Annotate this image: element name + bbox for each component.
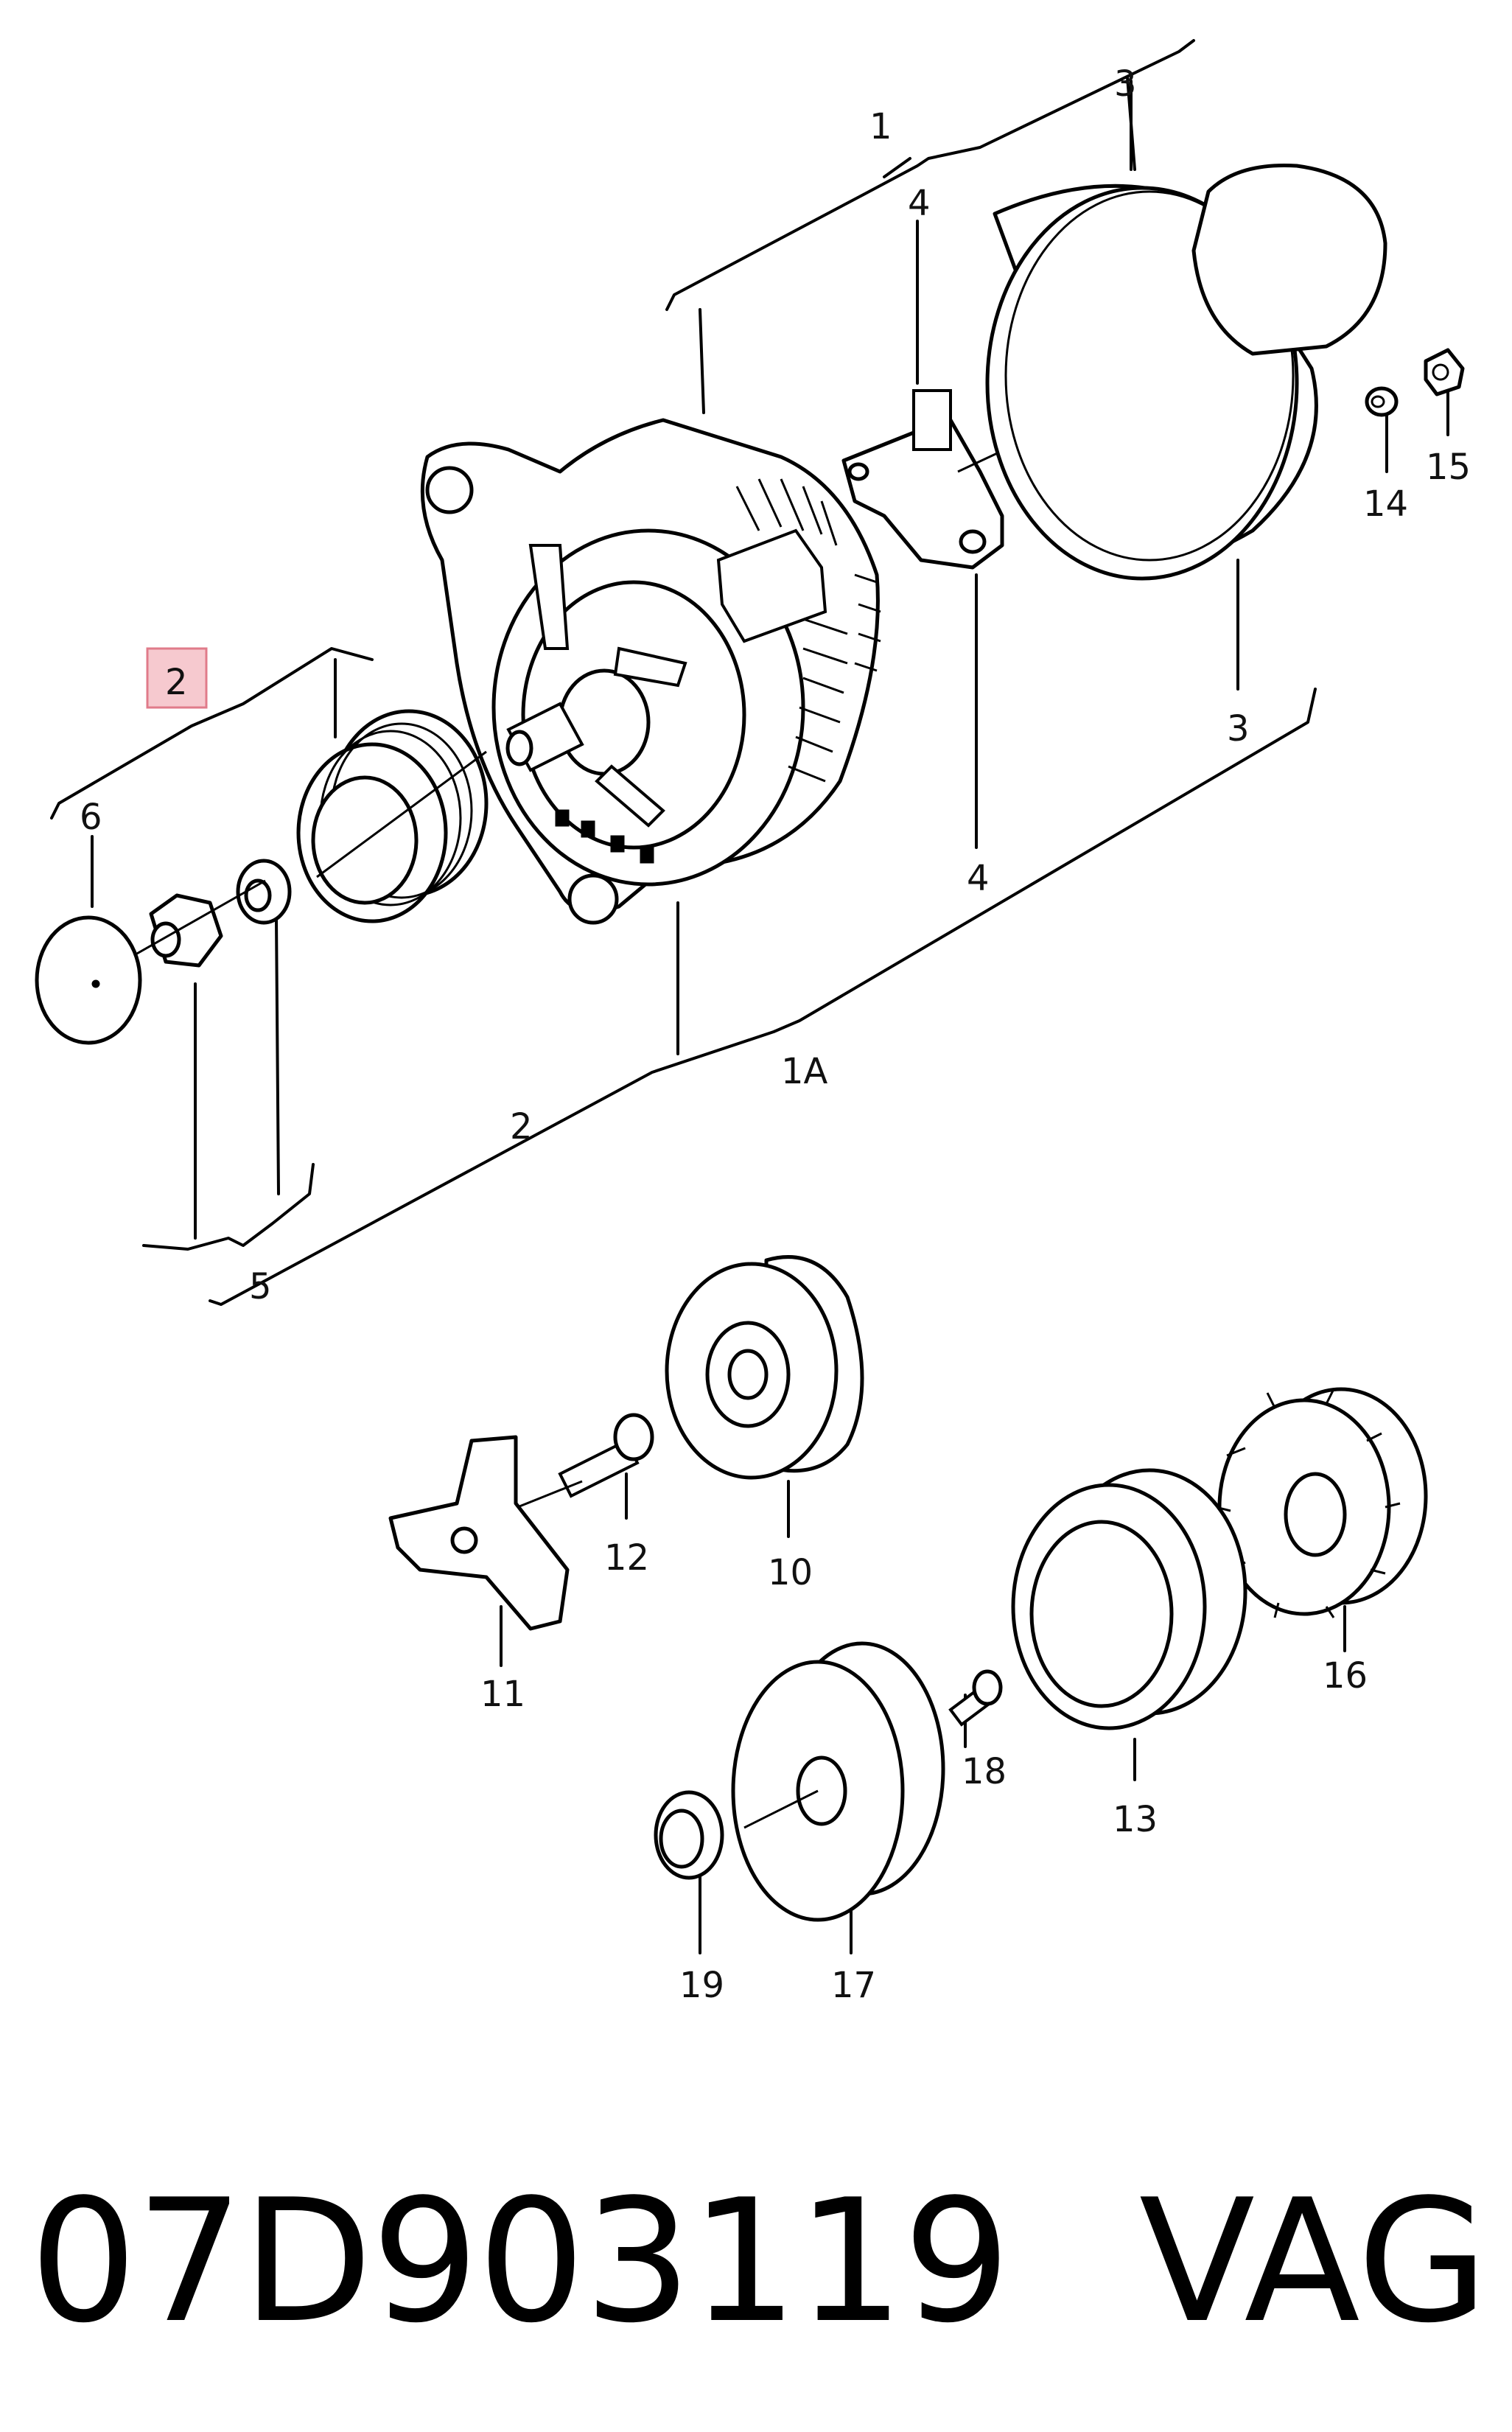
nut-15 (1424, 348, 1465, 396)
highlight-box[interactable] (146, 647, 208, 709)
washer-14 (1365, 386, 1399, 417)
gear-16 (1215, 1387, 1428, 1618)
callout-15: 15 (1426, 447, 1471, 488)
bracket-lines (50, 39, 1449, 1954)
cap (35, 915, 142, 1045)
callout-4-top: 4 (908, 183, 931, 224)
rear-cover (985, 163, 1387, 581)
callout-4-bottom: 4 (967, 858, 990, 899)
callout-labels: 1 3 4 15 14 2 3 6 4 1A 2 5 12 10 11 16 1… (80, 63, 1471, 2006)
callout-3-top: 3 (1114, 63, 1137, 105)
callout-11: 11 (480, 1674, 525, 1715)
callout-1A: 1A (781, 1051, 828, 1092)
callout-13: 13 (1113, 1799, 1158, 1840)
bolt-12 (508, 1413, 654, 1512)
callout-12: 12 (604, 1537, 649, 1579)
seal-19 (654, 1790, 724, 1880)
callout-14: 14 (1363, 483, 1408, 525)
regulator (841, 360, 1194, 570)
callout-17: 17 (831, 1965, 876, 2006)
callout-19: 19 (679, 1965, 724, 2006)
callout-2-top: 2 (165, 662, 188, 703)
callout-16: 16 (1323, 1655, 1368, 1697)
drive-plate-17 (731, 1641, 945, 1922)
callout-5: 5 (249, 1266, 272, 1307)
callout-3-bottom: 3 (1227, 708, 1250, 749)
callout-18: 18 (962, 1751, 1007, 1792)
part-number: 07D903119 (29, 2164, 1011, 2361)
pulley (296, 709, 489, 923)
screw-18 (948, 1669, 1003, 1727)
callout-1: 1 (869, 106, 892, 147)
callout-6: 6 (80, 797, 102, 838)
brand-name: VAG (1138, 2164, 1488, 2361)
ring-gear-13 (1011, 1468, 1247, 1730)
hub-10 (665, 1255, 864, 1480)
footer: 07D903119 VAG (29, 2152, 1488, 2373)
alternator-body (420, 418, 881, 925)
callout-2-mid: 2 (510, 1106, 533, 1147)
star-plate-11 (388, 1435, 570, 1631)
callout-10: 10 (768, 1552, 813, 1593)
